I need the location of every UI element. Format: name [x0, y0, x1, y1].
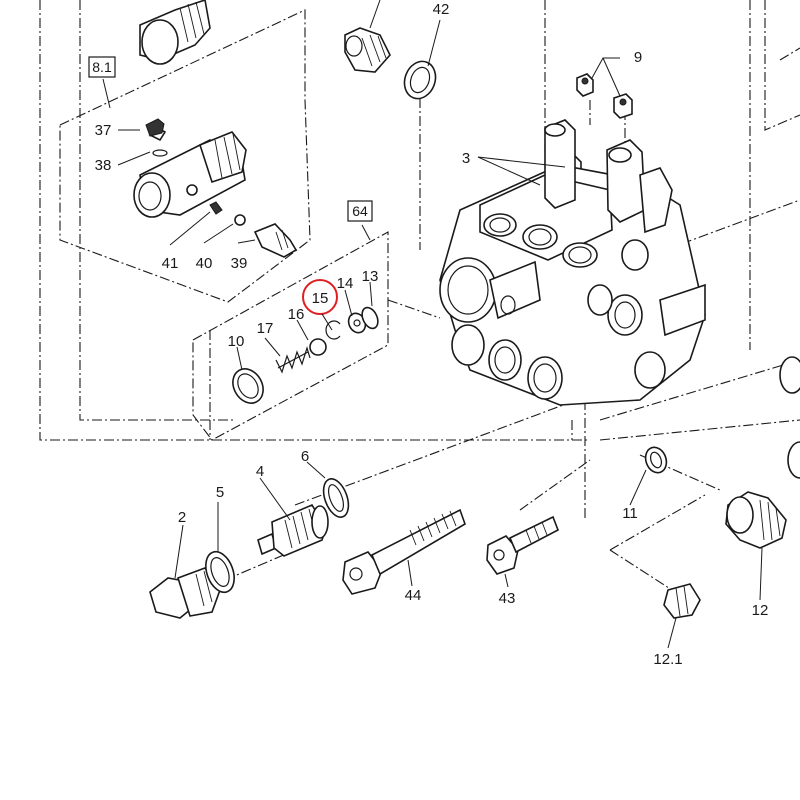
part-6-oring: [322, 478, 350, 518]
valve-cartridge-8-1: [133, 127, 247, 218]
label-6: 6: [301, 448, 309, 465]
part-39-nipple: [253, 223, 298, 258]
label-38: 38: [95, 157, 112, 174]
top-fitting: [344, 27, 391, 73]
label-2: 2: [178, 509, 186, 526]
right-edge-parts: [779, 356, 800, 479]
label-42: 42: [433, 1, 450, 18]
svg-text:8.1: 8.1: [92, 59, 112, 75]
label-4: 4: [256, 463, 264, 480]
part-37-setscrew: [145, 118, 165, 137]
part-17-spring: [275, 345, 311, 374]
highlight-circle: [302, 279, 338, 315]
svg-text:64: 64: [352, 203, 368, 219]
part-43-bolt: [486, 515, 560, 575]
top-plug: [139, 0, 211, 65]
part-12-1-cap: [663, 583, 701, 619]
part-9-screws: [576, 73, 633, 119]
part-10-oring: [232, 368, 264, 404]
label-44: 44: [405, 587, 422, 604]
part-42-washer: [403, 60, 437, 100]
label-5: 5: [216, 484, 224, 501]
label-10: 10: [228, 333, 245, 350]
label-13: 13: [362, 268, 379, 285]
label-43: 43: [499, 590, 516, 607]
label-14: 14: [337, 275, 354, 292]
part-13-oring: [361, 306, 379, 330]
part-12-fitting: [725, 491, 787, 549]
boxed-label-64: 64: [347, 200, 373, 222]
label-11: 11: [622, 505, 638, 522]
label-17: 17: [257, 320, 274, 337]
part-4-valve: [257, 503, 329, 557]
leader-lines: [102, 0, 763, 649]
part-labels: 42 9 3 37 38 41 40 39 13 14 15 16 17 10 …: [95, 1, 769, 668]
part-40-ball: [234, 214, 246, 226]
part-5-oring: [205, 550, 235, 594]
label-12: 12: [752, 602, 769, 619]
label-3: 3: [462, 150, 470, 167]
label-41: 41: [162, 255, 179, 272]
label-39: 39: [231, 255, 248, 272]
label-15: 15: [312, 290, 329, 307]
label-9: 9: [634, 49, 642, 66]
label-16: 16: [288, 306, 305, 323]
part-41-pin: [209, 201, 223, 215]
boxed-label-8-1: 8.1: [88, 56, 116, 78]
label-12-1: 12.1: [653, 651, 682, 668]
part-44-bolt: [342, 508, 466, 595]
part-11-washer: [644, 446, 668, 474]
part-16-ball: [309, 338, 327, 356]
label-37: 37: [95, 122, 112, 139]
valve-body: [439, 119, 706, 406]
boundary-lines: [39, 0, 800, 591]
label-40: 40: [196, 255, 213, 272]
part-38-oring: [152, 149, 168, 157]
part-15-circlip: [325, 320, 341, 340]
